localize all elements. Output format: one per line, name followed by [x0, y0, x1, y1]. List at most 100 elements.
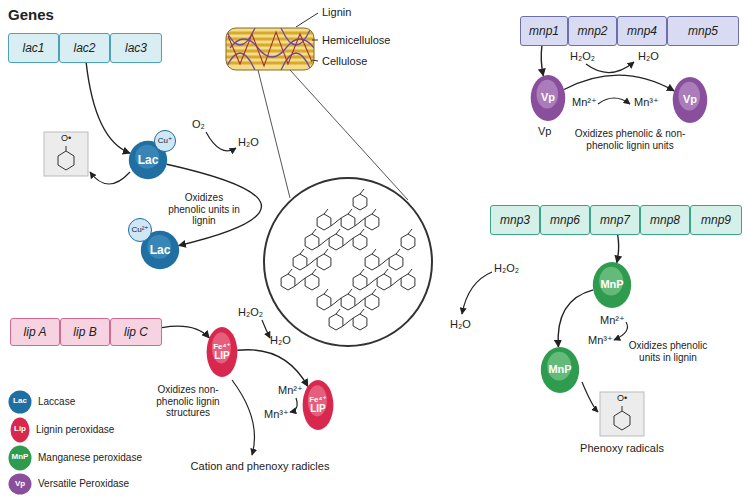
node-text: Lac: [138, 154, 159, 167]
bond-stroke: [348, 209, 352, 214]
reaction-arrow: [167, 164, 262, 245]
illustration-stroke: [622, 406, 623, 411]
gene-segment: lip C: [110, 318, 162, 346]
node-highlight: [536, 80, 558, 109]
bond-stroke: [384, 269, 388, 274]
illustration-stroke: [312, 60, 318, 61]
bond-stroke: [372, 249, 376, 254]
ring-stroke: [317, 294, 331, 310]
node-highlight: [308, 385, 327, 416]
gene-segment: lac2: [59, 33, 110, 63]
enzyme-oval: LacCu²⁺: [140, 230, 180, 270]
annotation: O•: [600, 393, 644, 403]
bond-stroke: [300, 249, 304, 254]
legend-badge: Lip: [10, 424, 30, 433]
illustration-stroke: [226, 28, 314, 70]
bond-stroke: [324, 289, 328, 294]
node-text: mnp1: [529, 25, 559, 38]
ring-stroke: [401, 274, 415, 290]
bond-stroke: [307, 258, 317, 266]
bond-stroke: [288, 269, 292, 274]
node-text: lac2: [73, 42, 95, 55]
illustration-stroke: [462, 272, 492, 314]
gene-segment: mnp9: [690, 205, 742, 235]
node-highlight: [212, 332, 231, 363]
illustration-stroke: [586, 62, 634, 73]
gene-segment: mnp7: [590, 205, 640, 235]
gene-segment: mnp1: [520, 16, 568, 46]
illustration-stroke: [66, 146, 67, 151]
illustration-stroke: [600, 392, 644, 436]
heading: Genes: [8, 6, 54, 23]
node-text: Lac: [150, 244, 171, 257]
node-text: mnp6: [550, 214, 580, 227]
node-text: mnp7: [600, 214, 630, 227]
ring-stroke: [293, 254, 307, 270]
node-text: lip A: [24, 326, 47, 339]
annotation: Mn³⁺: [588, 334, 613, 347]
bond-stroke: [312, 269, 316, 274]
bond-stroke: [336, 229, 340, 234]
enzyme-oval: Fe⁴⁺LIP: [302, 379, 334, 431]
bond-stroke: [360, 229, 364, 234]
enzyme-oval: MnP: [592, 261, 632, 309]
bond-stroke: [324, 209, 328, 214]
illustration-stroke: [258, 70, 290, 198]
annotation: H₂O₂: [494, 262, 519, 275]
illustration-stroke: [598, 98, 630, 104]
illustration-stroke: [312, 40, 318, 41]
gene-segment: lip B: [60, 318, 110, 346]
node-fill: [673, 77, 708, 123]
gene-segment: lac3: [110, 33, 162, 63]
annotation: Mn²⁺: [600, 314, 625, 327]
annotation: Oxidizes non-phenolic lignin structures: [146, 384, 230, 419]
ring-stroke: [329, 234, 343, 250]
gene-segment: mnp6: [540, 205, 590, 235]
illustration-stroke: [226, 28, 314, 70]
legend-swatch-fill: [9, 474, 32, 495]
node-text: Cu²⁺: [131, 226, 148, 234]
illustration-stroke: [582, 382, 598, 412]
node-highlight: [678, 82, 700, 111]
illustration-stroke: [281, 189, 415, 330]
node-highlight: [147, 235, 171, 259]
ring-stroke: [305, 234, 319, 250]
gene-segment: mnp4: [617, 16, 667, 46]
node-highlight: [599, 267, 623, 296]
gene-segment: lip A: [10, 318, 60, 346]
ring-stroke: [281, 274, 295, 290]
bond-stroke: [355, 218, 365, 226]
bond-stroke: [379, 258, 389, 266]
annotation: Oxidizes phenolic units in lignin: [620, 340, 716, 363]
annotation: H₂O: [238, 136, 259, 149]
gene-segment: lac1: [8, 33, 59, 63]
node-text: Fe⁴⁺: [213, 343, 231, 351]
bond-stroke: [372, 209, 376, 214]
node-highlight: [135, 145, 159, 169]
annotation: Cation and phenoxy radicles: [180, 460, 340, 473]
node-highlight: [547, 352, 571, 381]
annotation: H₂O₂: [238, 306, 263, 319]
part-label: Lignin: [322, 6, 351, 19]
reaction-arrow: [86, 63, 130, 153]
legend-text: Manganese peroxidase: [38, 452, 142, 464]
legend-badge: Lac: [8, 396, 32, 405]
ring-stroke: [329, 314, 343, 330]
reaction-arrow: [558, 290, 593, 347]
illustration-stroke: [296, 13, 318, 27]
bond-stroke: [319, 238, 329, 246]
ring-stroke: [365, 214, 379, 230]
node-fill: [303, 380, 334, 430]
ring-stroke: [305, 274, 319, 290]
illustration-stroke: [226, 28, 314, 70]
illustration-stroke: [228, 32, 312, 66]
annotation: H₂O₂: [570, 50, 595, 63]
bond-stroke: [295, 278, 305, 286]
enzyme-oval: Fe⁴⁺LIP: [206, 326, 238, 378]
illustration-stroke: [44, 132, 88, 176]
legend-swatch-fill: [9, 391, 32, 414]
node-fill: [531, 75, 566, 121]
ring-stroke: [377, 274, 391, 290]
bond-stroke: [391, 278, 401, 286]
gene-segment: mnp5: [667, 16, 739, 46]
